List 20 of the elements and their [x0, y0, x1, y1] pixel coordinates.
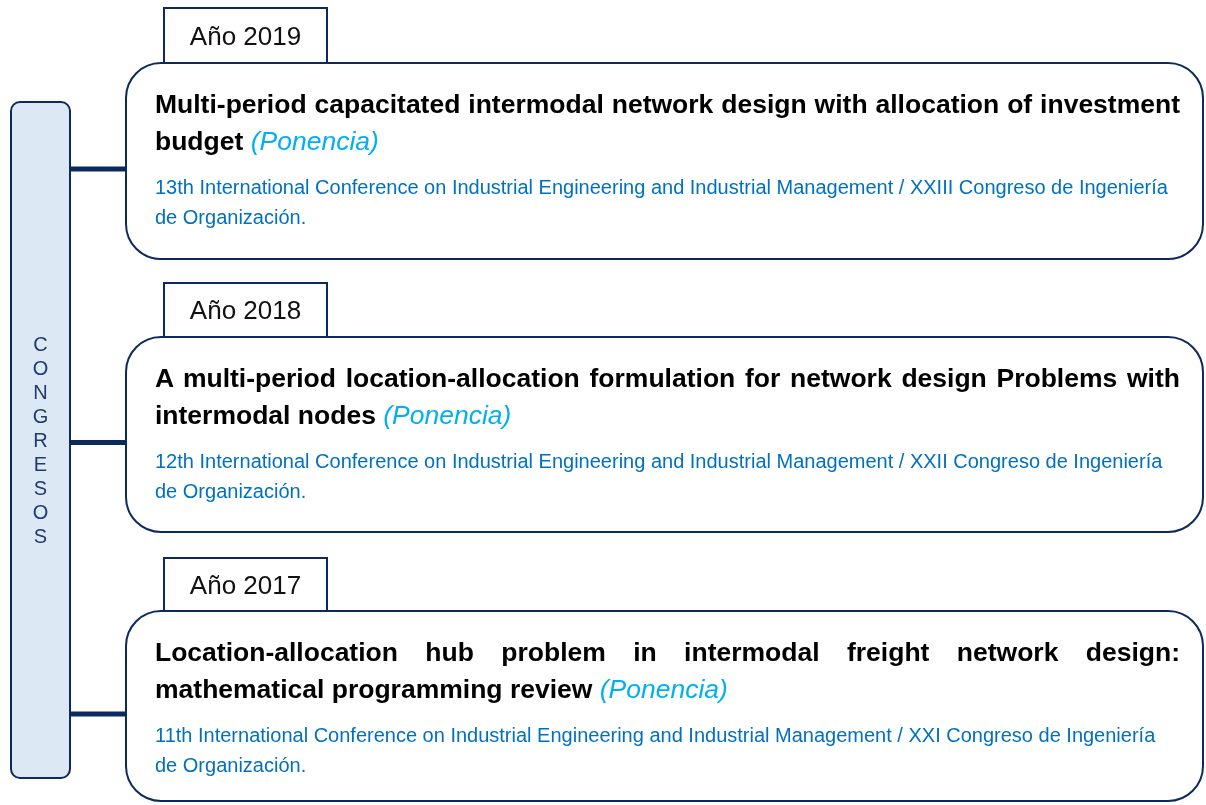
conference-name: 12th International Conference on Industrial Engineering and Industrial Management / XXII Congreso de Ingeniería de Organización.	[155, 449, 1164, 504]
conference-name: 11th International Conference on Industrial Engineering and Industrial Management / XXI Congreso de Ingeniería de Organización.	[155, 723, 1157, 778]
paper-title: Location-allocation hub problem in intermodal freight network design: mathematical programming review (Ponencia)	[155, 636, 1180, 706]
year-tab	[163, 7, 328, 63]
publication-card	[125, 336, 1204, 533]
publication-card	[125, 62, 1204, 260]
conference-name: 13th International Conference on Industrial Engineering and Industrial Management / XXIII Congreso de Ingeniería de Organización.	[155, 175, 1169, 230]
category-label: CONGRESOS	[31, 332, 50, 548]
category-bar	[10, 101, 71, 779]
connector-line	[71, 440, 125, 445]
paper-title: Multi-period capacitated intermodal network design with allocation of investment budget (Ponencia)	[155, 88, 1180, 158]
connector-line	[71, 166, 125, 172]
year-label: Año 2019	[189, 20, 302, 52]
year-tab	[163, 557, 328, 611]
year-label: Año 2017	[189, 569, 302, 601]
publication-card	[125, 610, 1204, 802]
paper-title: A multi-period location-allocation formulation for network design Problems with intermodal nodes (Ponencia)	[155, 362, 1180, 432]
connector-line	[71, 711, 125, 717]
year-label: Año 2018	[189, 295, 302, 326]
year-tab	[163, 282, 328, 337]
